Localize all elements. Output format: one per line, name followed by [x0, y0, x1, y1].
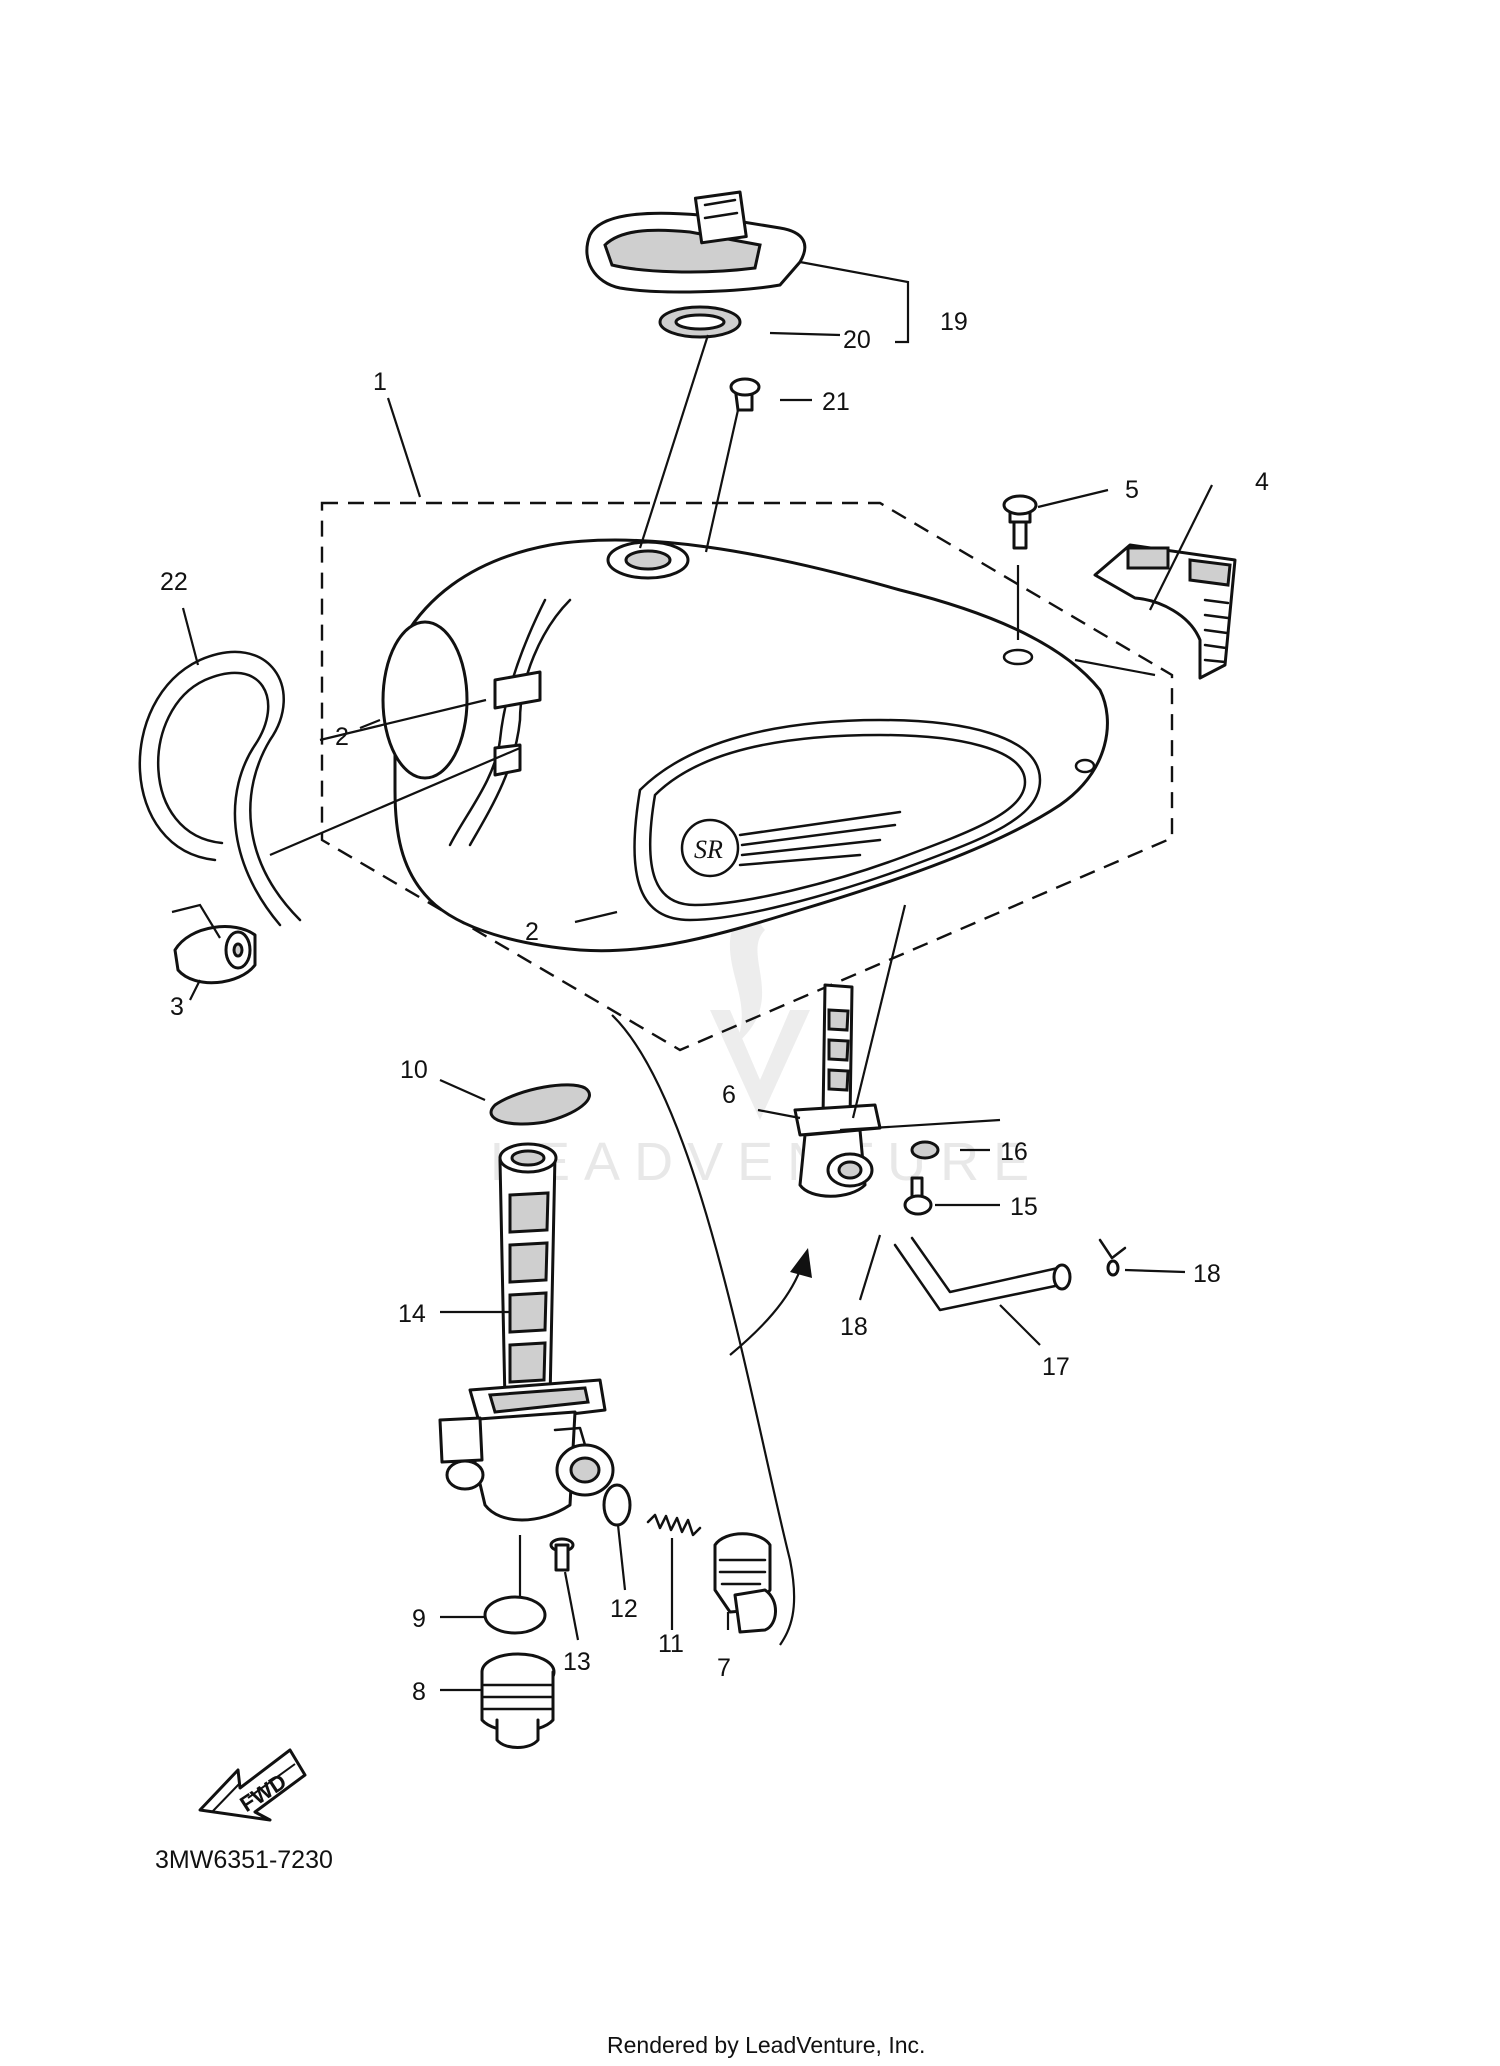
callout-12: 12 [610, 1595, 638, 1623]
callout-11: 11 [658, 1630, 684, 1658]
callout-22: 22 [160, 568, 188, 596]
callout-10: 10 [400, 1056, 428, 1084]
callout-2: 2 [525, 918, 539, 946]
callout-19: 19 [940, 308, 968, 336]
callout-4: 4 [1255, 468, 1269, 496]
callout-18: 18 [1193, 1260, 1221, 1288]
svg-text:SR: SR [694, 835, 723, 864]
callout-21: 21 [822, 388, 850, 416]
fuel-lever [713, 1532, 777, 1634]
callout-17: 17 [1042, 1353, 1070, 1381]
watermark-text: LEADVENTURE [490, 1132, 1043, 1192]
leader-lines [171, 260, 1213, 1692]
callout-6: 6 [722, 1081, 736, 1109]
o-ring [483, 1595, 547, 1635]
callout-15: 15 [1010, 1193, 1038, 1221]
arrow-connector [611, 1014, 796, 1646]
cap-screw [729, 377, 761, 412]
callout-2: 2 [335, 723, 349, 751]
callout-8: 8 [412, 1678, 426, 1706]
callout-18: 18 [840, 1313, 868, 1341]
screw-13 [549, 1537, 575, 1572]
forward-arrow-icon: FWD [198, 1748, 307, 1822]
fuel-cock-small [793, 983, 882, 1198]
screw-15 [903, 1176, 933, 1216]
washer [910, 1140, 940, 1160]
callout-9: 9 [412, 1605, 426, 1633]
callout-1: 1 [373, 368, 387, 396]
callout-16: 16 [1000, 1138, 1028, 1166]
spring [646, 1513, 702, 1537]
rear-damper [1093, 543, 1237, 680]
callout-3: 3 [170, 993, 184, 1021]
callout-13: 13 [563, 1648, 591, 1676]
hose-clip [1098, 1238, 1127, 1277]
callout-labels: 1 2 2 3 4 5 6 7 8 9 10 11 12 13 14 15 16… [160, 308, 1269, 1706]
drain-plug [480, 1652, 556, 1749]
callout-7: 7 [717, 1654, 731, 1682]
rendered-by-footer: Rendered by LeadVenture, Inc. [607, 2032, 925, 2058]
fuel-cock-large [438, 1142, 615, 1522]
mount-bolt [1002, 494, 1038, 550]
fuel-cock-seal [489, 1083, 591, 1126]
leadventure-watermark: LEADVENTURE [490, 905, 1043, 1192]
fuel-tank: SR [381, 538, 1109, 953]
callout-5: 5 [1125, 476, 1139, 504]
fuel-hose [893, 1236, 1062, 1312]
callout-20: 20 [843, 326, 871, 354]
drain-cap [173, 925, 257, 985]
o-ring-12 [602, 1483, 632, 1527]
tank-assembly-boundary [320, 501, 1174, 1052]
callout-14: 14 [398, 1300, 426, 1328]
fuel-cap-assembly [585, 190, 807, 294]
breather-hose [138, 650, 302, 927]
diagram-part-number: 3MW6351-7230 [155, 1846, 333, 1874]
